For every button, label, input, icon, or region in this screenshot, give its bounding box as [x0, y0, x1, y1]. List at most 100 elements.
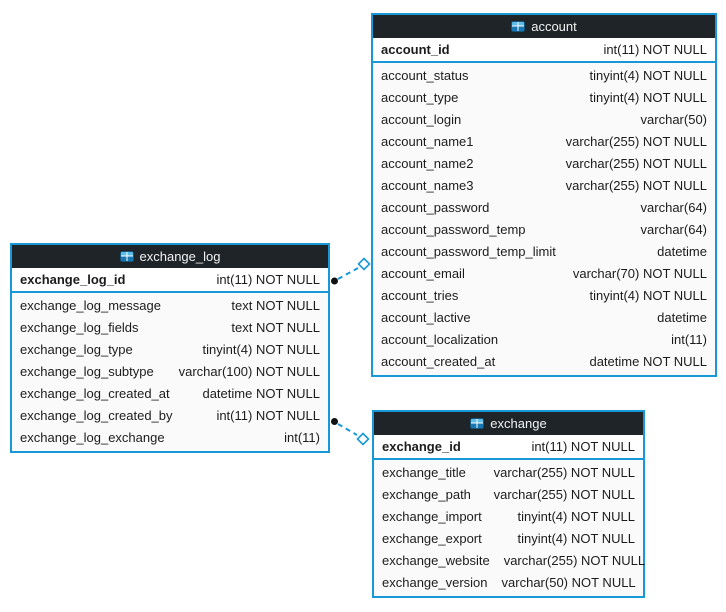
- table-title: exchange: [490, 416, 547, 431]
- table-icon: [470, 418, 485, 429]
- column-type: varchar(255) NOT NULL: [493, 465, 635, 480]
- column-type: varchar(50) NOT NULL: [501, 575, 636, 590]
- column-row[interactable]: account_type tinyint(4) NOT NULL: [373, 87, 715, 109]
- column-name: exchange_import: [382, 509, 482, 524]
- column-type: varchar(64): [640, 200, 707, 215]
- column-type: datetime: [657, 244, 707, 259]
- column-type: tinyint(4) NOT NULL: [517, 509, 635, 524]
- column-name: account_created_at: [381, 354, 496, 369]
- connection-exchange-log-account[interactable]: [331, 257, 371, 285]
- column-name: account_localization: [381, 332, 499, 347]
- table-icon: [511, 21, 525, 32]
- column-name: exchange_log_type: [20, 342, 133, 357]
- column-type: text NOT NULL: [231, 298, 320, 313]
- column-type: varchar(50): [640, 112, 707, 127]
- column-name: exchange_log_created_by: [20, 408, 173, 423]
- table-account[interactable]: account account_id int(11) NOT NULL acco…: [371, 13, 717, 377]
- column-name: account_password: [381, 200, 490, 215]
- column-type: text NOT NULL: [231, 320, 320, 335]
- table-title: account: [531, 19, 577, 34]
- column-type: varchar(70) NOT NULL: [572, 266, 707, 281]
- column-row[interactable]: exchange_log_exchange int(11): [12, 427, 328, 449]
- column-name: account_status: [381, 68, 469, 83]
- table-header[interactable]: exchange: [374, 412, 643, 435]
- column-type: varchar(255) NOT NULL: [493, 487, 635, 502]
- column-row[interactable]: exchange_website varchar(255) NOT NULL: [374, 550, 646, 572]
- column-row[interactable]: account_name2 varchar(255) NOT NULL: [373, 153, 715, 175]
- column-name: exchange_export: [382, 531, 482, 546]
- column-name: account_password_temp_limit: [381, 244, 556, 259]
- primary-key-row[interactable]: account_id int(11) NOT NULL: [373, 38, 715, 63]
- column-type: varchar(255) NOT NULL: [565, 178, 707, 193]
- table-header[interactable]: account: [373, 15, 715, 38]
- table-exchange-log[interactable]: exchange_log exchange_log_id int(11) NOT…: [10, 243, 330, 453]
- column-name: exchange_log_exchange: [20, 430, 165, 445]
- column-name: account_type: [381, 90, 459, 105]
- column-row[interactable]: account_localization int(11): [373, 329, 715, 351]
- column-type: int(11) NOT NULL: [603, 42, 707, 57]
- column-row[interactable]: account_name3 varchar(255) NOT NULL: [373, 175, 715, 197]
- column-row[interactable]: exchange_path varchar(255) NOT NULL: [374, 484, 643, 506]
- column-type: varchar(64): [640, 222, 707, 237]
- column-type: int(11) NOT NULL: [531, 439, 635, 454]
- column-name: exchange_log_message: [20, 298, 161, 313]
- column-row[interactable]: account_password varchar(64): [373, 197, 715, 219]
- column-row[interactable]: account_password_temp_limit datetime: [373, 241, 715, 263]
- column-name: account_lactive: [381, 310, 471, 325]
- column-type: int(11): [671, 332, 707, 347]
- column-name: exchange_id: [382, 439, 461, 454]
- column-name: exchange_website: [382, 553, 490, 568]
- primary-key-row[interactable]: exchange_log_id int(11) NOT NULL: [12, 268, 328, 293]
- table-icon: [119, 251, 134, 262]
- column-row[interactable]: account_created_at datetime NOT NULL: [373, 351, 715, 373]
- column-row[interactable]: account_email varchar(70) NOT NULL: [373, 263, 715, 285]
- connector-dot-icon: [331, 277, 338, 285]
- column-type: datetime NOT NULL: [589, 354, 707, 369]
- column-type: varchar(255) NOT NULL: [565, 156, 707, 171]
- column-name: exchange_log_id: [20, 272, 126, 287]
- column-type: tinyint(4) NOT NULL: [202, 342, 320, 357]
- column-row[interactable]: exchange_log_type tinyint(4) NOT NULL: [12, 339, 328, 361]
- table-exchange[interactable]: exchange exchange_id int(11) NOT NULL ex…: [372, 410, 645, 598]
- column-name: exchange_version: [382, 575, 488, 590]
- table-header[interactable]: exchange_log: [12, 245, 328, 268]
- column-row[interactable]: account_lactive datetime: [373, 307, 715, 329]
- column-type: varchar(255) NOT NULL: [503, 553, 646, 568]
- column-type: int(11) NOT NULL: [216, 408, 320, 423]
- column-row[interactable]: exchange_import tinyint(4) NOT NULL: [374, 506, 643, 528]
- column-name: account_tries: [381, 288, 459, 303]
- column-row[interactable]: exchange_log_message text NOT NULL: [12, 295, 328, 317]
- column-type: int(11): [284, 430, 320, 445]
- column-name: account_id: [381, 42, 450, 57]
- column-type: datetime: [657, 310, 707, 325]
- column-name: account_login: [381, 112, 462, 127]
- column-row[interactable]: exchange_log_created_by int(11) NOT NULL: [12, 405, 328, 427]
- column-name: account_email: [381, 266, 465, 281]
- column-row[interactable]: account_password_temp varchar(64): [373, 219, 715, 241]
- column-type: tinyint(4) NOT NULL: [589, 288, 707, 303]
- column-type: tinyint(4) NOT NULL: [589, 90, 707, 105]
- column-name: account_password_temp: [381, 222, 526, 237]
- table-title: exchange_log: [139, 249, 221, 264]
- column-row[interactable]: account_login varchar(50): [373, 109, 715, 131]
- column-name: account_name3: [381, 178, 474, 193]
- column-row[interactable]: account_tries tinyint(4) NOT NULL: [373, 285, 715, 307]
- column-name: account_name2: [381, 156, 474, 171]
- column-type: varchar(100) NOT NULL: [178, 364, 320, 379]
- column-name: exchange_path: [382, 487, 471, 502]
- primary-key-row[interactable]: exchange_id int(11) NOT NULL: [374, 435, 643, 460]
- column-name: account_name1: [381, 134, 474, 149]
- connection-exchange-log-exchange[interactable]: [331, 418, 370, 446]
- column-row[interactable]: exchange_version varchar(50) NOT NULL: [374, 572, 643, 594]
- column-type: tinyint(4) NOT NULL: [589, 68, 707, 83]
- column-row[interactable]: account_status tinyint(4) NOT NULL: [373, 65, 715, 87]
